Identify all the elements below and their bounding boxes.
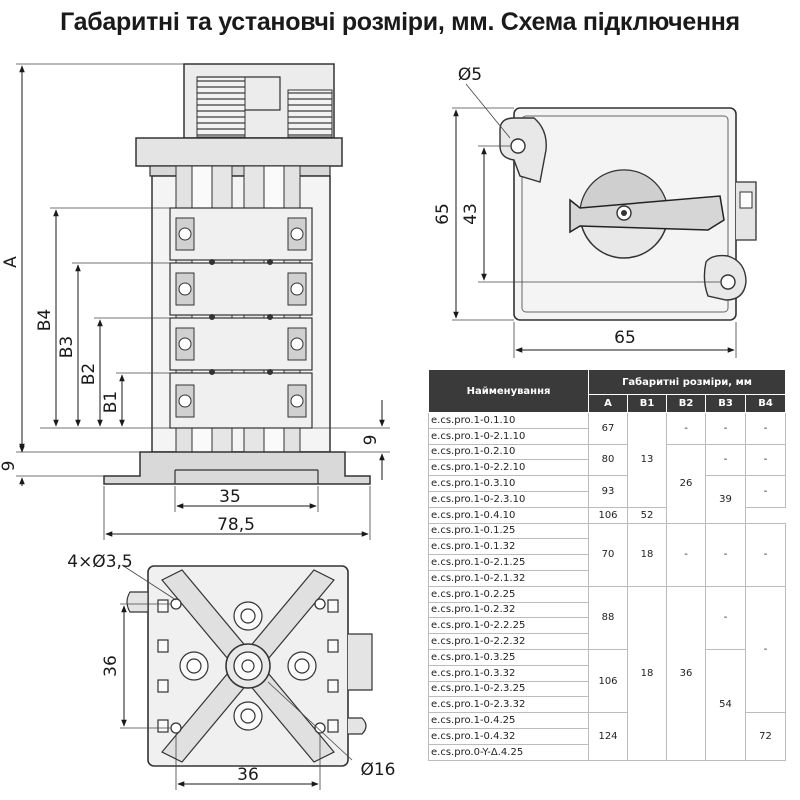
table-row: e.cs.pro.1-0.2.25 88 18 36 - - [428,585,787,761]
cell-b2: - [666,522,706,587]
knob-lever [569,195,725,234]
dim-a-label: A [1,256,21,268]
dim-holes-label: 4×Ø3,5 [67,552,132,572]
mounting-holes [170,598,326,734]
header-col-b1: B1 [627,394,667,413]
header-col-a: A [588,394,628,413]
cell-b3: - [705,412,746,445]
row-name: e.cs.pro.1-0.2.32 [428,601,589,619]
cell-a: 88 [588,585,628,650]
cell-b2: - [666,412,706,445]
face-view: Ø5 65 43 65 [433,65,757,358]
row-name: e.cs.pro.1-0.4.32 [428,727,589,745]
dim-d5-label: Ø5 [458,65,482,85]
row-name: e.cs.pro.1-0-2.1.10 [428,427,589,445]
header-name: Найменування [428,369,589,413]
bottom-view: 4×Ø3,5 36 36 Ø16 [67,552,396,790]
cell-a: 70 [588,522,628,587]
table-row: e.cs.pro.1-0.1.25 70 18 - - - [428,522,787,587]
header-col-b2: B2 [666,394,706,413]
cell-b4: - [744,443,787,477]
row-name: e.cs.pro.1-0-2.1.25 [428,554,589,571]
row-name: e.cs.pro.1-0-2.1.32 [428,569,589,587]
dimensions-table: Найменування Габаритні розміри, мм A B1 … [428,369,787,761]
cell-b4: - [744,522,787,587]
cell-b3: 39 [705,475,746,524]
table-row: e.cs.pro.1-0.4.10 106 52 [428,506,786,524]
dim-9-left-label: 9 [0,461,19,472]
row-name: e.cs.pro.1-0-2.2.10 [428,459,589,477]
row-name: e.cs.pro.1-0.1.10 [428,412,589,429]
row-name: e.cs.pro.1-0-2.2.25 [428,617,589,635]
dim-b3-label: B3 [57,336,77,358]
row-name: e.cs.pro.1-0-2.3.10 [428,490,589,508]
row-name: e.cs.pro.1-0.4.25 [428,712,589,729]
dim-785-label: 78,5 [217,515,255,535]
cell-b1: 18 [627,522,667,587]
row-name: e.cs.pro.1-0-2.3.25 [428,680,589,698]
cell-b3: - [705,585,746,650]
front-view: A B4 B3 B2 B1 9 9 35 78,5 [0,63,390,540]
terminal-screws [175,217,307,418]
row-name: e.cs.pro.1-0.1.25 [428,522,589,540]
header-col-b4: B4 [744,394,787,413]
cell-b4: - [744,412,787,445]
cell-b2: 26 [666,443,706,524]
row-name: e.cs.pro.1-0.2.25 [428,585,589,603]
cell-b4: - [744,585,787,714]
table-row: e.cs.pro.0-Y-Δ.4.25 [428,743,786,761]
dim-9-right-label: 9 [361,435,381,446]
row-name: e.cs.pro.1-0.3.10 [428,475,589,492]
cell-a: 106 [588,506,628,524]
cell-b1: 18 [627,585,667,761]
cell-b1: 13 [627,412,667,508]
dim-b2-label: B2 [79,363,99,385]
header-group: Габаритні розміри, мм [587,369,787,395]
row-name: e.cs.pro.1-0.3.32 [428,664,589,682]
cell-a: 93 [588,475,628,508]
cell-a: 124 [588,712,628,761]
row-name: e.cs.pro.1-0.2.10 [428,443,589,461]
row-name: e.cs.pro.0-Y-Δ.4.25 [428,743,589,761]
row-name: e.cs.pro.1-0.3.25 [428,648,589,666]
cell-a: 67 [588,412,628,445]
cell-b4: - [744,475,787,508]
table-row: e.cs.pro.1-0.4.25 124 72 [428,712,787,761]
cell-b2: 36 [666,585,706,761]
header-col-b3: B3 [705,394,746,413]
table-row: e.cs.pro.1-0.1.10 67 13 - - - [428,412,787,508]
dim-b4-label: B4 [35,309,55,331]
dim-d16-label: Ø16 [360,760,395,780]
row-name: e.cs.pro.1-0-2.3.32 [428,696,589,714]
front-plate [135,137,343,167]
dim-43-label: 43 [461,203,481,225]
dim-b1-label: B1 [101,391,121,413]
row-name: e.cs.pro.1-0-2.2.32 [428,633,589,650]
din-rail-base [103,451,371,485]
table-row: e.cs.pro.1-0.3.10 93 39 - [428,475,787,524]
row-name: e.cs.pro.1-0.1.32 [428,538,589,556]
table-row: e.cs.pro.1-0.2.10 80 26 - - [428,443,787,524]
page-title: Габаритні та установчі розміри, мм. Схем… [60,8,740,36]
dim-36-left-label: 36 [101,655,121,677]
cell-b4: 72 [744,712,787,761]
dim-65-height-label: 65 [433,203,453,225]
cell-b3: 54 [705,648,746,761]
table-row: e.cs.pro.1-0.3.25 106 54 [428,648,786,761]
cell-b4: 52 [627,506,667,524]
cell-b3: - [705,522,746,587]
row-name: e.cs.pro.1-0.4.10 [428,506,589,524]
dim-35-label: 35 [219,487,241,507]
cell-b3: - [705,443,746,477]
cell-a: 80 [588,443,628,477]
dim-36-bottom-label: 36 [237,765,259,785]
dim-65-width-label: 65 [614,328,636,348]
cell-a: 106 [588,648,628,714]
